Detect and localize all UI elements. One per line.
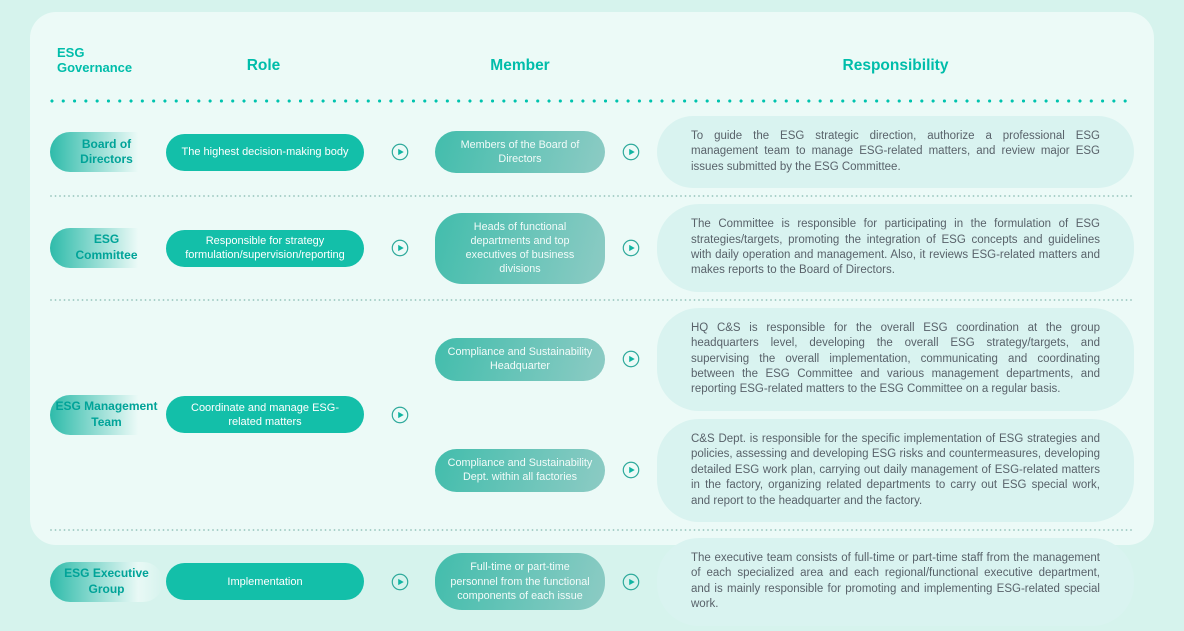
governance-row-board-of-directors: Board of Directors The highest decision-… (50, 111, 1134, 193)
responsibility-card: The Committee is responsible for partici… (657, 204, 1134, 292)
role-to-member-arrow (364, 573, 435, 591)
role-pill: Responsible for strategy formulation/sup… (166, 229, 364, 267)
responsibility-card: To guide the ESG strategic direction, au… (657, 116, 1134, 189)
responsibility-card: C&S Dept. is responsible for the specifi… (657, 418, 1134, 522)
member-to-responsibility-arrow (605, 239, 657, 257)
member-to-responsibility-arrow (605, 461, 657, 479)
governance-row-esg-committee: ESG Committee Responsible for strategy f… (50, 199, 1134, 297)
role-to-member-arrow (364, 239, 435, 257)
esg-governance-table: ESG Governance Role Member Responsibilit… (30, 12, 1154, 626)
governance-pill: ESG Committee (50, 228, 163, 269)
column-header-responsibility: Responsibility (842, 57, 949, 74)
column-header-member: Member (490, 57, 550, 74)
governance-pill: Board of Directors (50, 132, 163, 173)
play-icon (391, 143, 408, 161)
play-icon (391, 406, 408, 424)
responsibility-card: The executive team consists of full-time… (657, 537, 1134, 626)
role-pill: The highest decision-making body (166, 133, 364, 171)
governance-row-esg-executive-group: ESG Executive Group Implementation Full-… (50, 533, 1134, 631)
responsibility-card: HQ C&S is responsible for the overall ES… (657, 307, 1134, 411)
member-subrow: Full-time or part-time personnel from th… (435, 537, 1134, 626)
play-icon (391, 239, 408, 257)
header-dotted-divider (50, 99, 1134, 103)
member-subrow: Compliance and Sustainability Dept. with… (435, 418, 1134, 522)
role-pill: Implementation (166, 563, 364, 601)
member-subrow: Members of the Board of Directors To gui… (435, 116, 1134, 189)
play-icon (622, 462, 640, 479)
governance-pill: ESG Executive Group (50, 561, 163, 602)
role-pill: Coordinate and manage ESG-related matter… (166, 396, 364, 434)
member-subrow: Compliance and Sustainability Headquarte… (435, 307, 1134, 411)
member-pill: Heads of functional departments and top … (435, 212, 605, 284)
play-icon (622, 239, 640, 257)
member-to-responsibility-arrow (605, 350, 657, 368)
column-header-role: Role (246, 57, 281, 74)
play-icon (622, 573, 640, 591)
row-divider (50, 298, 1134, 301)
play-icon (622, 351, 640, 368)
governance-pill: ESG Management Team (50, 394, 163, 435)
member-pill: Compliance and Sustainability Headquarte… (435, 338, 605, 381)
member-pill: Full-time or part-time personnel from th… (435, 553, 605, 611)
column-header-governance: ESG Governance (57, 45, 133, 75)
row-divider (50, 528, 1134, 531)
table-body: Board of Directors The highest decision-… (50, 111, 1134, 631)
member-to-responsibility-arrow (605, 143, 657, 161)
member-pill: Members of the Board of Directors (435, 130, 605, 174)
governance-row-esg-management-team: ESG Management Team Coordinate and manag… (50, 303, 1134, 527)
member-subrow: Heads of functional departments and top … (435, 204, 1134, 292)
play-icon (391, 573, 408, 591)
row-divider (50, 195, 1134, 198)
role-to-member-arrow (364, 143, 435, 161)
table-header: ESG Governance Role Member Responsibilit… (50, 45, 1134, 75)
play-icon (622, 143, 640, 161)
role-to-member-arrow (364, 406, 435, 424)
member-to-responsibility-arrow (605, 573, 657, 591)
member-pill: Compliance and Sustainability Dept. with… (435, 449, 605, 492)
